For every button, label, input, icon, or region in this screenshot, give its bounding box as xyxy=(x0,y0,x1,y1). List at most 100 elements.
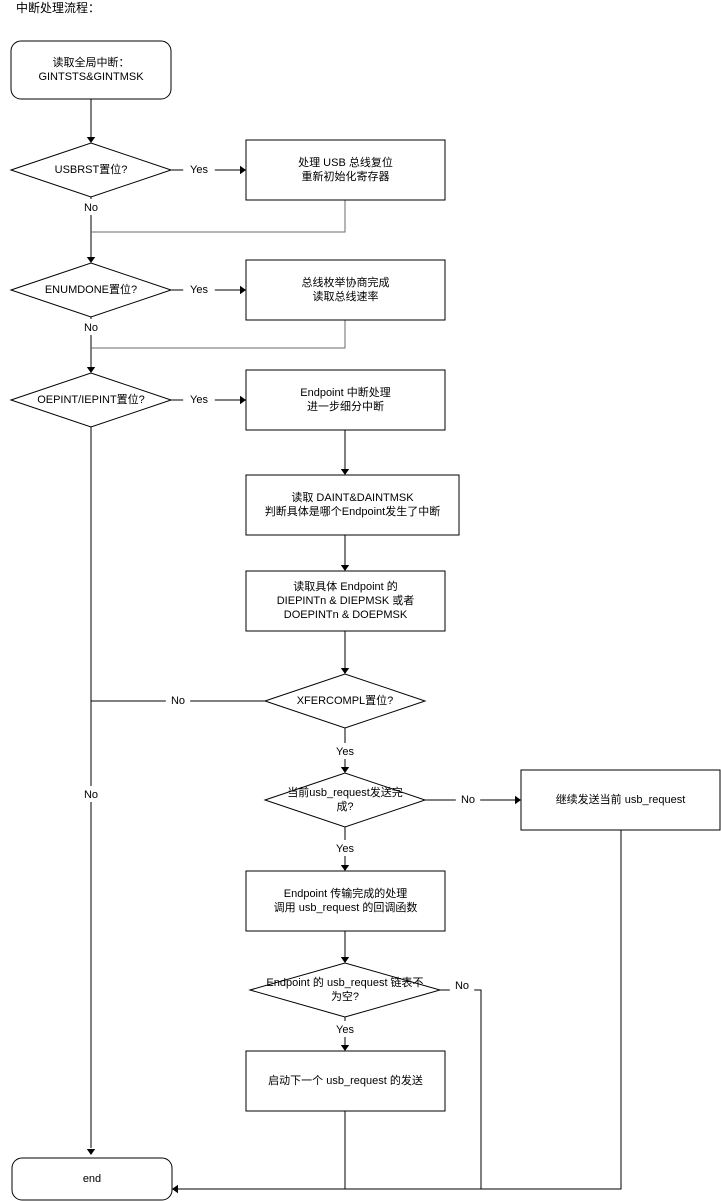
process-shape xyxy=(245,870,446,932)
node-label-line: 当前usb_request发送完 xyxy=(287,785,403,799)
node-label-line: 总线枚举协商完成 xyxy=(302,275,390,289)
process-shape xyxy=(245,259,446,321)
edge-label: Yes xyxy=(336,843,354,855)
node-usbrst[interactable]: USBRST置位? xyxy=(9,142,173,198)
node-xfercompl[interactable]: XFERCOMPL置位? xyxy=(263,673,427,729)
decision-shape xyxy=(9,142,173,198)
edge-label: Yes xyxy=(190,394,208,406)
arrow-head-icon xyxy=(86,1149,96,1155)
arrow-head-icon xyxy=(86,257,96,263)
node-label-line: 进一步细分中断 xyxy=(307,399,384,413)
edge-xfercompl-yes: Yes xyxy=(329,728,361,773)
edge-usbrst-yes: Yes xyxy=(171,161,246,177)
node-epint[interactable]: OEPINT/IEPINT置位? xyxy=(9,372,173,428)
edge-label-backdrop xyxy=(455,791,481,807)
terminator-shape xyxy=(10,40,172,100)
process-shape xyxy=(245,139,446,201)
node-label-line: 处理 USB 总线复位 xyxy=(298,155,393,169)
decision-shape xyxy=(9,262,173,318)
arrow-head-icon xyxy=(340,767,350,773)
edge-start-to-usbrst xyxy=(86,99,96,143)
decision-shape xyxy=(263,673,427,729)
edge-reqdone-yes: Yes xyxy=(329,827,361,871)
edge-enumbox-merge xyxy=(91,320,346,349)
node-label-line: DOEPINTn & DOEPMSK xyxy=(284,609,408,621)
edge-label-backdrop xyxy=(78,319,104,335)
edge-label: No xyxy=(84,202,98,214)
edge-label: No xyxy=(455,980,469,992)
node-label-line: 读取总线速率 xyxy=(313,289,379,303)
edge-path xyxy=(178,830,622,1190)
node-label-line: 成? xyxy=(336,800,353,813)
arrow-head-icon xyxy=(340,865,350,871)
edge-label-backdrop xyxy=(183,281,215,297)
node-start_next[interactable]: 启动下一个 usb_request 的发送 xyxy=(245,1050,446,1112)
node-label-line: OEPINT/IEPINT置位? xyxy=(37,392,145,406)
edge-label-backdrop xyxy=(183,161,215,177)
node-label-line: 重新初始化寄存器 xyxy=(302,169,390,183)
terminator-shape xyxy=(11,1157,173,1201)
node-label-line: Endpoint 中断处理 xyxy=(300,385,390,399)
node-label-line: 启动下一个 usb_request 的发送 xyxy=(268,1073,423,1087)
edge-label: Yes xyxy=(190,164,208,176)
edge-label-backdrop xyxy=(449,977,475,993)
arrow-head-icon xyxy=(172,1184,178,1194)
edge-epcomplete-to-list xyxy=(340,931,350,963)
process-shape xyxy=(245,570,446,632)
edge-label: Yes xyxy=(336,746,354,758)
edge-label-backdrop xyxy=(329,743,361,759)
node-label-line: 继续发送当前 usb_request xyxy=(556,792,686,806)
edge-label: No xyxy=(461,794,475,806)
arrow-head-icon xyxy=(340,668,350,674)
node-end[interactable]: end xyxy=(11,1157,173,1201)
node-label-line: XFERCOMPL置位? xyxy=(297,693,394,707)
edge-label-backdrop xyxy=(78,199,104,215)
edge-label: Yes xyxy=(190,284,208,296)
edge-enumdone-no: No xyxy=(78,317,104,373)
node-start[interactable]: 读取全局中断：GINTSTS&GINTMSK xyxy=(10,40,172,100)
process-shape xyxy=(245,369,446,431)
node-enumdone[interactable]: ENUMDONE置位? xyxy=(9,262,173,318)
edge-label: No xyxy=(84,322,98,334)
edge-list-no: No xyxy=(440,977,482,1189)
node-label-line: USBRST置位? xyxy=(55,162,128,176)
edge-label: No xyxy=(84,789,98,801)
edge-enumdone-yes: Yes xyxy=(171,281,246,297)
edge-path xyxy=(91,320,346,349)
edge-epint-no: No xyxy=(78,427,104,1155)
node-label-line: 读取全局中断： xyxy=(53,55,130,69)
edge-path xyxy=(440,989,482,1189)
edge-list-yes: Yes xyxy=(329,1017,361,1051)
node-label-line: Endpoint 传输完成的处理 xyxy=(284,886,407,900)
arrow-head-icon xyxy=(240,395,246,405)
process-shape xyxy=(520,769,721,831)
edge-usbrst-no: No xyxy=(78,197,104,263)
edge-label-backdrop xyxy=(165,692,191,708)
edge-diepint-to-xfercompl xyxy=(340,631,350,674)
arrow-head-icon xyxy=(340,1045,350,1051)
edge-label-backdrop xyxy=(78,786,104,802)
edge-path xyxy=(91,200,346,233)
arrow-head-icon xyxy=(340,565,350,571)
edge-label: No xyxy=(171,695,185,707)
node-label-line: 读取具体 Endpoint 的 xyxy=(293,579,398,593)
node-label-line: end xyxy=(83,1173,101,1185)
page-title: 中断处理流程： xyxy=(16,1,101,15)
node-continue_send[interactable]: 继续发送当前 usb_request xyxy=(520,769,721,831)
decision-shape xyxy=(263,772,427,828)
edge-epint-yes: Yes xyxy=(171,391,246,407)
arrow-head-icon xyxy=(340,469,350,475)
nodes-layer: 读取全局中断：GINTSTS&GINTMSK USBRST置位? 处理 USB 总线… xyxy=(9,40,721,1201)
node-label-line: ENUMDONE置位? xyxy=(45,282,137,296)
edge-label: Yes xyxy=(336,1024,354,1036)
